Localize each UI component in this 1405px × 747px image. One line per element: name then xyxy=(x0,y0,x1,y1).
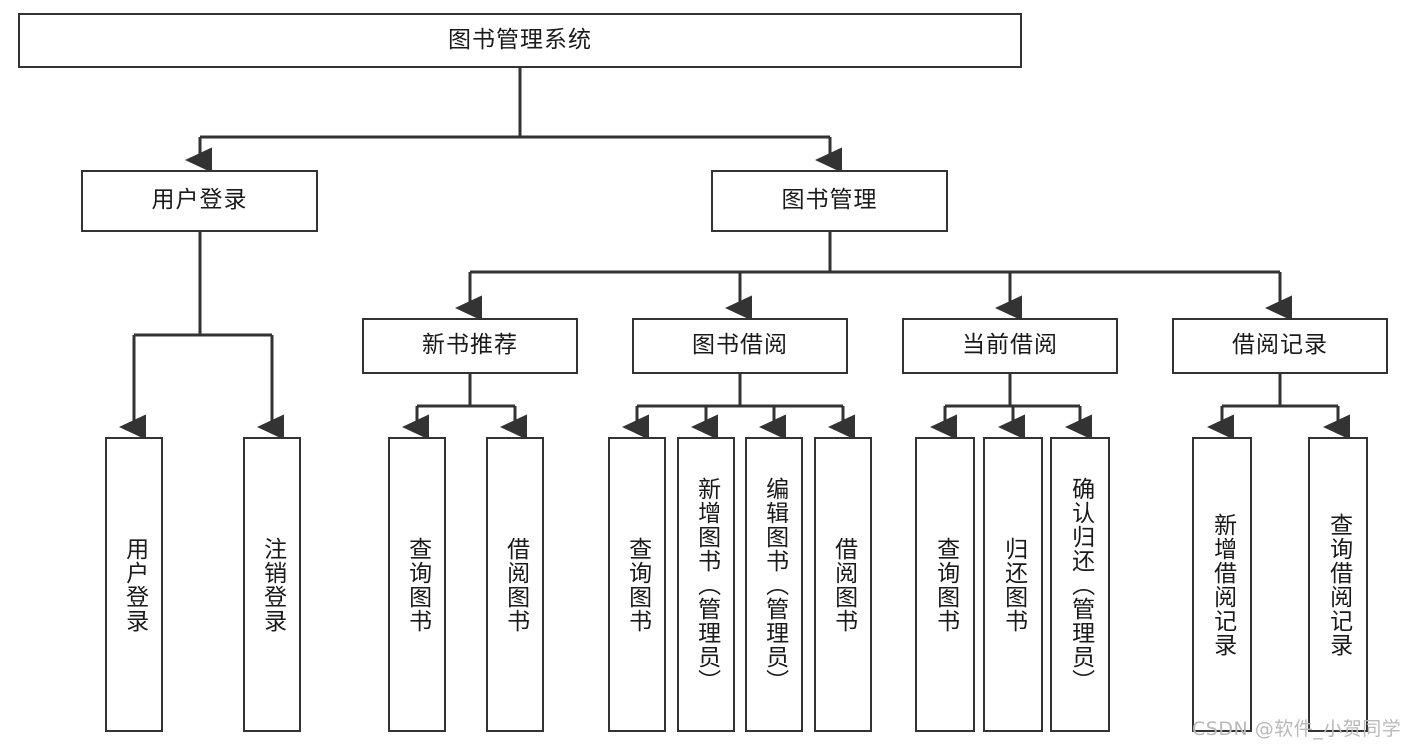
node-book-borrow[interactable]: 图书借阅 xyxy=(632,318,848,374)
node-borrow-record-label: 借阅记录 xyxy=(1232,332,1328,359)
node-leaf-query-borrow-record-label: 查询借阅记录 xyxy=(1325,512,1352,657)
node-leaf-borrow-query-book-label: 查询图书 xyxy=(624,536,651,633)
node-leaf-user-login-label: 用户登录 xyxy=(121,536,148,633)
node-new-book-recommend[interactable]: 新书推荐 xyxy=(362,318,578,374)
node-leaf-add-borrow-record-label: 新增借阅记录 xyxy=(1209,512,1236,657)
node-root-label: 图书管理系统 xyxy=(448,26,592,53)
node-leaf-recommend-borrow-book[interactable]: 借阅图书 xyxy=(486,437,544,732)
node-new-book-recommend-label: 新书推荐 xyxy=(422,332,518,359)
node-leaf-current-query-book-label: 查询图书 xyxy=(932,536,959,633)
node-leaf-add-book-admin-label: 新增图书（管理员） xyxy=(693,476,720,693)
node-leaf-add-book-admin[interactable]: 新增图书（管理员） xyxy=(677,437,735,732)
node-leaf-edit-book-admin[interactable]: 编辑图书（管理员） xyxy=(745,437,803,732)
node-leaf-confirm-return-admin[interactable]: 确认归还（管理员） xyxy=(1050,437,1110,732)
node-leaf-add-borrow-record[interactable]: 新增借阅记录 xyxy=(1192,437,1252,732)
node-leaf-return-book-label: 归还图书 xyxy=(1000,536,1027,633)
node-user-login[interactable]: 用户登录 xyxy=(81,170,318,232)
node-leaf-borrow-query-book[interactable]: 查询图书 xyxy=(608,437,666,732)
node-current-borrow-label: 当前借阅 xyxy=(962,332,1058,359)
node-leaf-recommend-borrow-book-label: 借阅图书 xyxy=(502,536,529,633)
node-book-manage[interactable]: 图书管理 xyxy=(711,170,948,232)
node-leaf-borrow-book[interactable]: 借阅图书 xyxy=(814,437,872,732)
node-leaf-logout-label: 注销登录 xyxy=(259,536,286,633)
node-leaf-recommend-query-book-label: 查询图书 xyxy=(404,536,431,633)
node-user-login-label: 用户登录 xyxy=(151,187,248,214)
node-leaf-borrow-book-label: 借阅图书 xyxy=(830,536,857,633)
node-book-borrow-label: 图书借阅 xyxy=(692,332,788,359)
node-leaf-query-borrow-record[interactable]: 查询借阅记录 xyxy=(1308,437,1368,732)
node-leaf-current-query-book[interactable]: 查询图书 xyxy=(915,437,975,732)
node-leaf-logout[interactable]: 注销登录 xyxy=(243,437,301,732)
node-root[interactable]: 图书管理系统 xyxy=(18,13,1022,68)
node-leaf-return-book[interactable]: 归还图书 xyxy=(983,437,1043,732)
node-borrow-record[interactable]: 借阅记录 xyxy=(1172,318,1388,374)
node-book-manage-label: 图书管理 xyxy=(781,187,878,214)
node-leaf-confirm-return-admin-label: 确认归还（管理员） xyxy=(1067,476,1094,693)
node-leaf-user-login[interactable]: 用户登录 xyxy=(105,437,163,732)
node-leaf-recommend-query-book[interactable]: 查询图书 xyxy=(388,437,446,732)
node-leaf-edit-book-admin-label: 编辑图书（管理员） xyxy=(761,476,788,693)
node-current-borrow[interactable]: 当前借阅 xyxy=(902,318,1118,374)
